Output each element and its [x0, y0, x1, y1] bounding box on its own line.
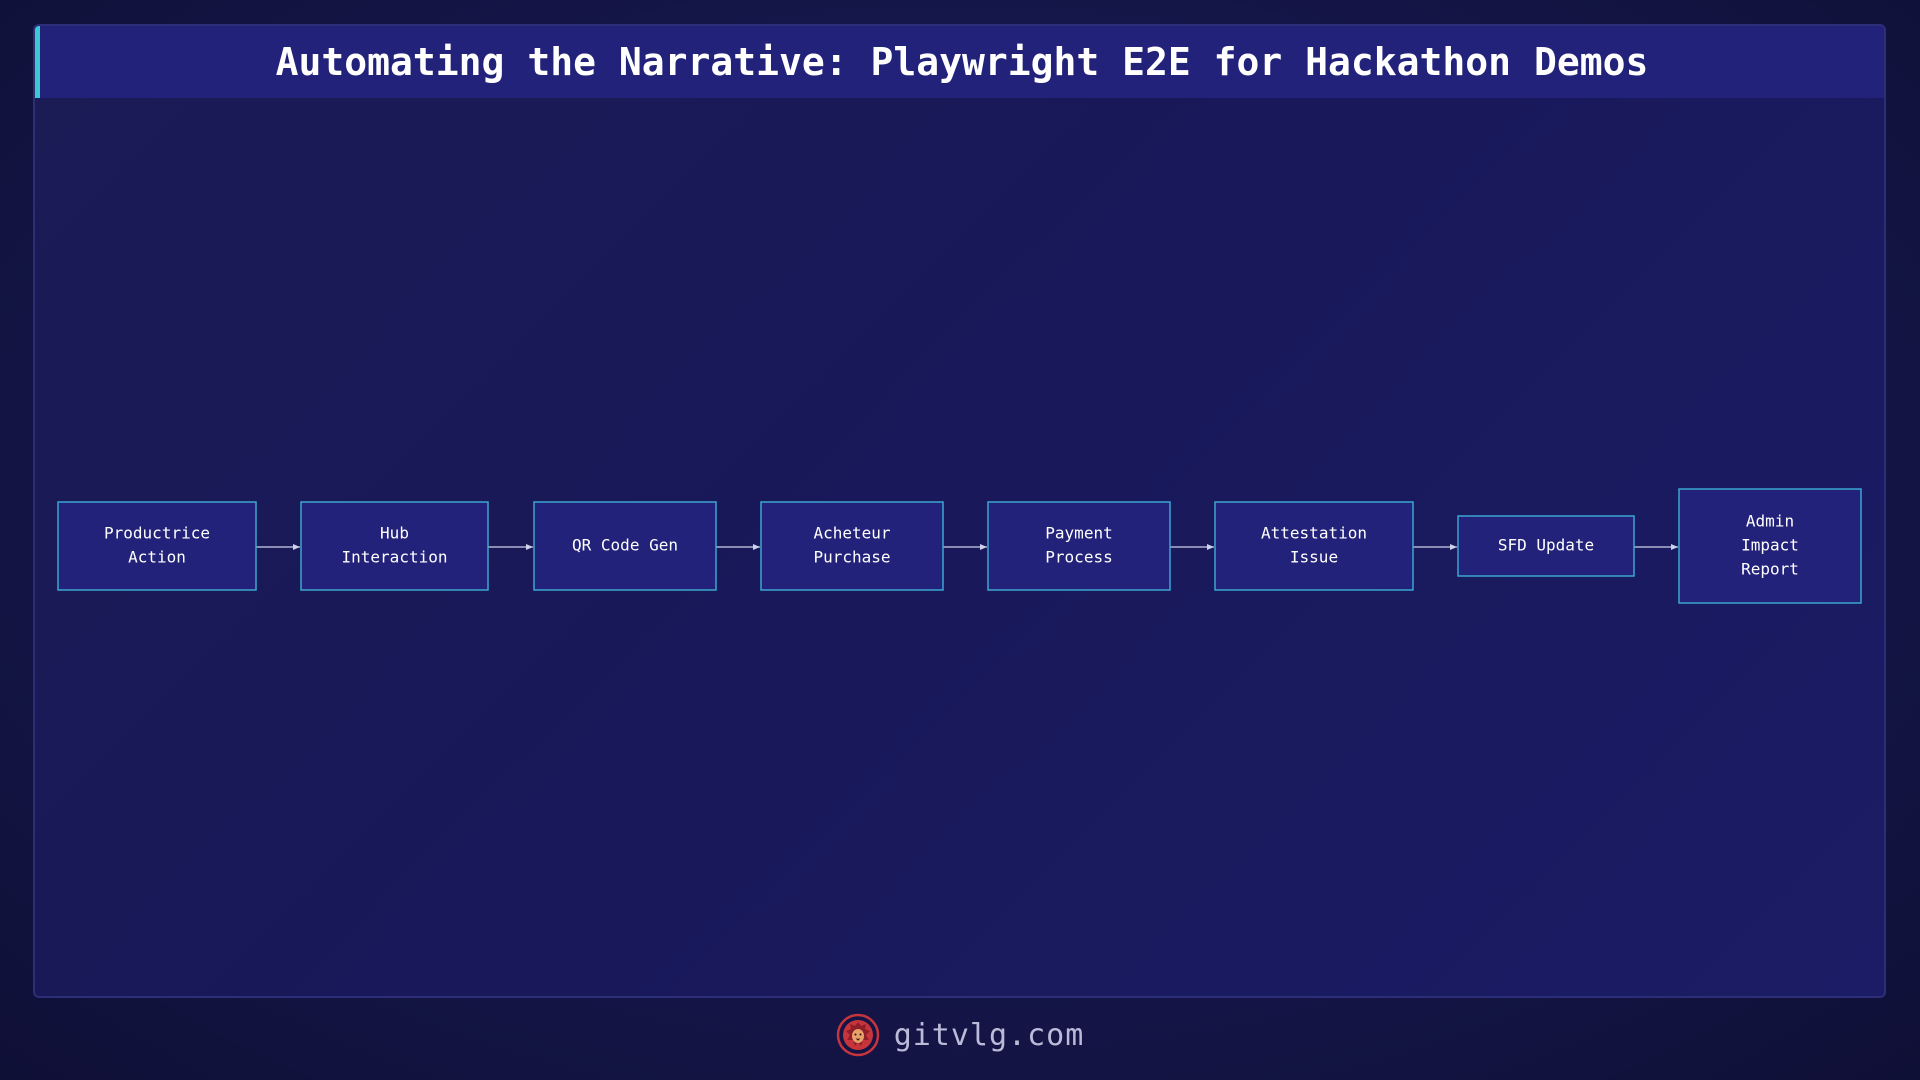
site-url: gitvlg.com — [893, 1017, 1085, 1053]
footer: gitvlg.com — [0, 1010, 1920, 1060]
flow-node-label: Process — [1045, 548, 1112, 567]
title-bar: Automating the Narrative: Playwright E2E… — [35, 26, 1884, 98]
flow-node-label: Attestation — [1261, 524, 1367, 543]
flow-node-box — [987, 501, 1171, 591]
flow-node-box — [760, 501, 944, 591]
flow-node-label: Payment — [1045, 524, 1112, 543]
flow-node-label: Hub — [380, 524, 409, 543]
flow-node-label: Acheteur — [813, 524, 890, 543]
flow-node-label: Admin — [1746, 512, 1794, 531]
flow-node-label: Interaction — [342, 548, 448, 567]
flow-node-box — [1678, 488, 1862, 604]
flow-node-box — [1457, 515, 1635, 577]
flow-node-box — [300, 501, 489, 591]
flow-node-box — [57, 501, 257, 591]
lion-head-icon — [836, 1013, 879, 1057]
flow-node-label: Productrice — [104, 524, 210, 543]
flow-node-label: SFD Update — [1498, 536, 1594, 555]
flow-node-qr-code-gen: QR Code Gen — [533, 501, 717, 591]
flow-node-box — [1214, 501, 1414, 591]
flow-node-label: QR Code Gen — [572, 536, 678, 555]
flow-node-label: Action — [128, 548, 186, 567]
flow-node-box — [533, 501, 717, 591]
flow-node-sfd-update: SFD Update — [1457, 515, 1635, 577]
page-title: Automating the Narrative: Playwright E2E… — [275, 40, 1649, 84]
flow-node-label: Issue — [1290, 548, 1338, 567]
flow-node-label: Purchase — [813, 548, 890, 567]
flow-node-label: Impact — [1741, 536, 1799, 555]
flow-node-label: Report — [1741, 560, 1799, 579]
